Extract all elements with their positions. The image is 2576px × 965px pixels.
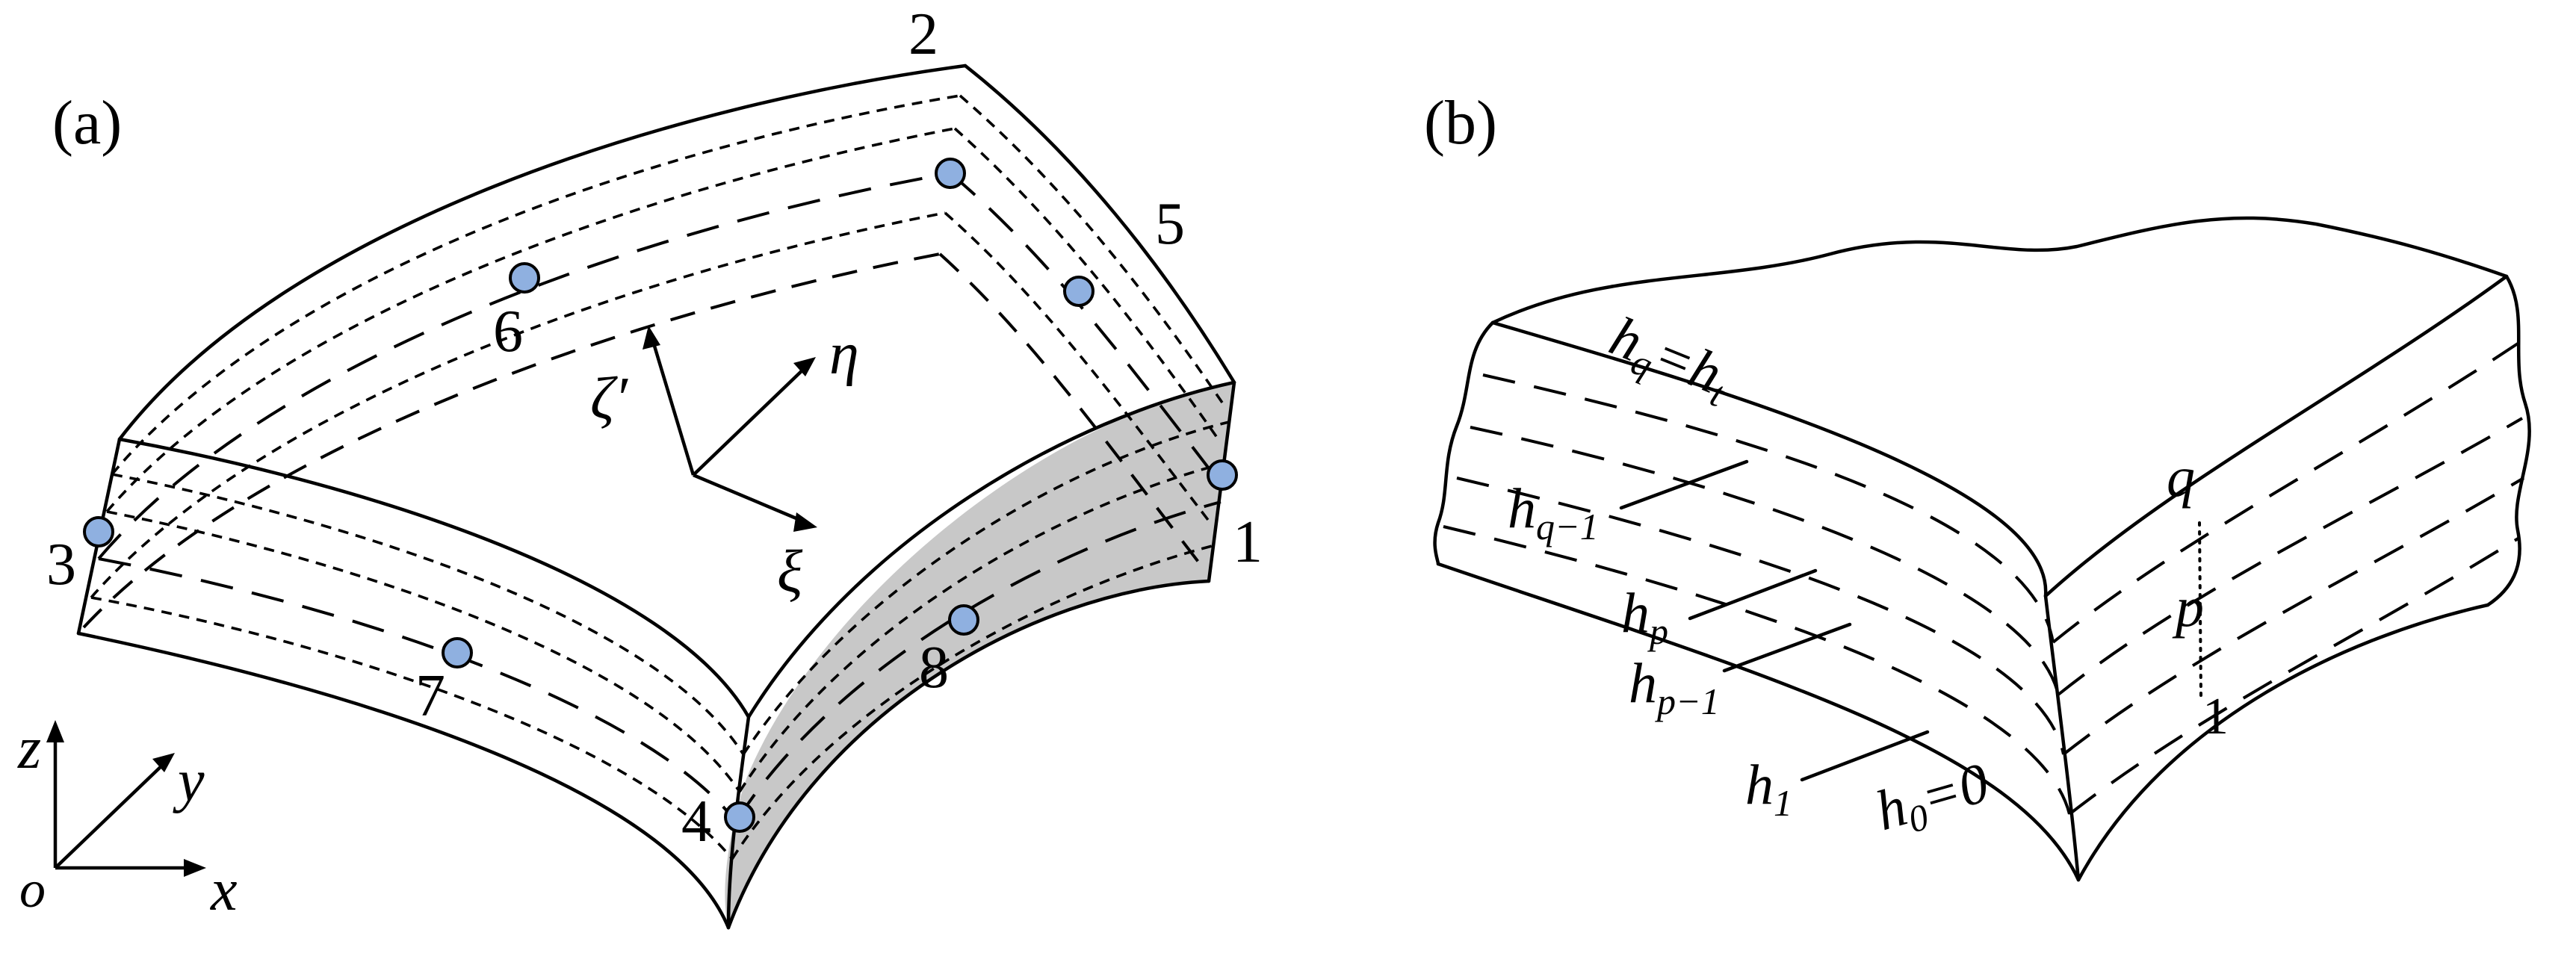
back-layer-3 [90,211,946,599]
node-label-3: 3 [46,532,76,598]
leader-hq-1 [1619,459,1749,510]
top-outer-edge [117,63,967,441]
panel-b: (b) hq=ht hq−1 h [1424,88,2531,882]
node-label-4: 4 [681,789,711,854]
right-back-midsurface [949,172,1218,480]
back-midsurface [97,172,951,560]
node-label-1: 1 [1233,509,1263,575]
right-wavy-edge [2486,274,2531,607]
panel-a-label: (a) [52,88,122,158]
label-hp: hp [1621,582,1668,652]
leader-hp [1688,568,1818,621]
shaded-side-face [725,382,1234,928]
right-back-layer-3 [944,211,1212,524]
front-layer-q [1482,373,2055,643]
front-bottom-edge [76,631,731,930]
label-hp-1: hp−1 [1629,652,1720,722]
y-axis-label: y [173,748,205,814]
layer-label-p: p [2172,576,2204,639]
local-axes [643,326,817,532]
side-top-edge [746,380,1236,719]
front-layer-p-1 [1443,525,2071,815]
top-right-edge [963,63,1236,385]
front-top-edge [117,437,751,719]
label-h0: h0=0 [1869,751,1998,848]
side-layer-q-1 [2057,417,2524,696]
label-hq-1: hq−1 [1508,477,1599,547]
right-back-layer-1 [959,94,1227,409]
side-layer-1 [742,421,1230,755]
leader-h1 [1800,730,1930,782]
node-6 [509,262,540,294]
front-layer-p [1456,477,2065,755]
global-axes [46,720,206,877]
node-4 [724,801,755,833]
back-layer-2 [105,127,956,513]
z-axis-label: z [17,716,41,781]
eta-label: η [829,321,859,387]
front-layer-3 [90,596,734,860]
label-h1: h1 [1745,754,1792,824]
xi-label: ξ [777,539,803,605]
back-layer-1 [111,94,961,476]
origin-label: o [19,861,46,919]
right-back-layer-4 [938,252,1204,569]
leader-hp-1 [1722,622,1852,673]
left-wavy-edge [1433,320,1495,566]
layer-label-q: q [2167,446,2195,509]
side-midsurface [734,500,1222,823]
top-wavy-edge [1490,216,2509,325]
node-label-6: 6 [493,299,523,364]
node-label-5: 5 [1155,191,1185,257]
right-back-layer-2 [953,127,1221,442]
bottom-right-edge [2076,603,2490,882]
layer-dotted-line [2198,521,2202,698]
node-8 [948,604,979,636]
node-label-8: 8 [919,635,949,701]
x-axis-label: x [210,857,238,923]
side-layer-p-1 [2068,536,2521,816]
node-label-7: 7 [415,663,445,729]
top-front-edge [1490,320,2048,598]
node-5 [1063,276,1095,307]
node-2 [935,158,966,189]
panel-a: (a) [17,1,1263,930]
front-layer-q-1 [1470,426,2060,695]
label-hq-ht: hq=ht [1600,305,1741,415]
side-layer-3 [731,544,1216,860]
node-7 [442,637,473,668]
side-layer-q [2052,342,2519,644]
node-1 [1207,459,1238,491]
side-bottom-edge [726,579,1211,930]
front-layer-1 [111,473,745,755]
zeta-label: ζ′ [590,366,628,432]
back-layer-4 [82,252,941,629]
panel-b-label: (b) [1424,88,1497,158]
side-layer-p [2062,477,2525,756]
node-3 [83,516,114,547]
front-midsurface [98,557,737,823]
bottom-front-edge [1436,562,2081,882]
top-right-edge-b [2043,274,2509,598]
front-layer-2 [106,510,741,793]
layer-label-1: 1 [2202,688,2229,745]
node-label-2: 2 [908,1,938,67]
